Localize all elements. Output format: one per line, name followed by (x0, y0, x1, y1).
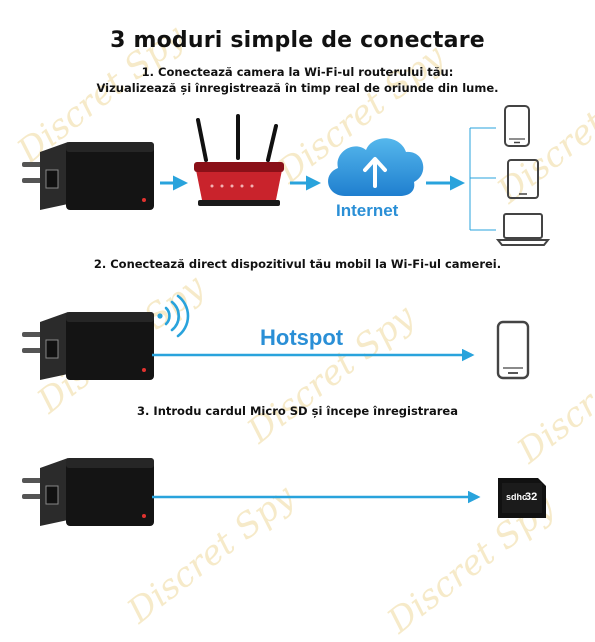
laptop-icon (495, 213, 551, 246)
phone-icon (504, 105, 530, 147)
sd-capacity-label: 32 (525, 491, 537, 503)
camera-charger-3 (21, 457, 155, 527)
mode1-line1: 1. Conectează camera la Wi-Fi-ul routeru… (141, 65, 454, 79)
internet-label: Internet (336, 201, 399, 220)
micro-sd-card-icon: sdhc 32 (498, 478, 546, 518)
mode3-text: 3. Introdu cardul Micro SD și începe înr… (137, 404, 458, 418)
sd-brand-label: sdhc (506, 492, 527, 502)
tablet-icon (507, 159, 539, 199)
diagram-graphics: sdhc 32 (21, 105, 551, 527)
mode1-line2: Vizualizează și înregistrează în timp re… (96, 81, 499, 95)
hotspot-label: Hotspot (260, 325, 344, 350)
camera-charger-1 (21, 141, 155, 211)
mode2-text: 2. Conectează direct dispozitivul tău mo… (93, 257, 502, 271)
branch-connector (469, 127, 496, 231)
phone-icon (496, 320, 530, 380)
page-title: 3 moduri simple de conectare (110, 28, 485, 53)
wifi-signal-icon (157, 294, 190, 338)
camera-charger-2 (21, 311, 155, 381)
router-icon (194, 114, 284, 206)
cloud-icon (328, 138, 424, 196)
